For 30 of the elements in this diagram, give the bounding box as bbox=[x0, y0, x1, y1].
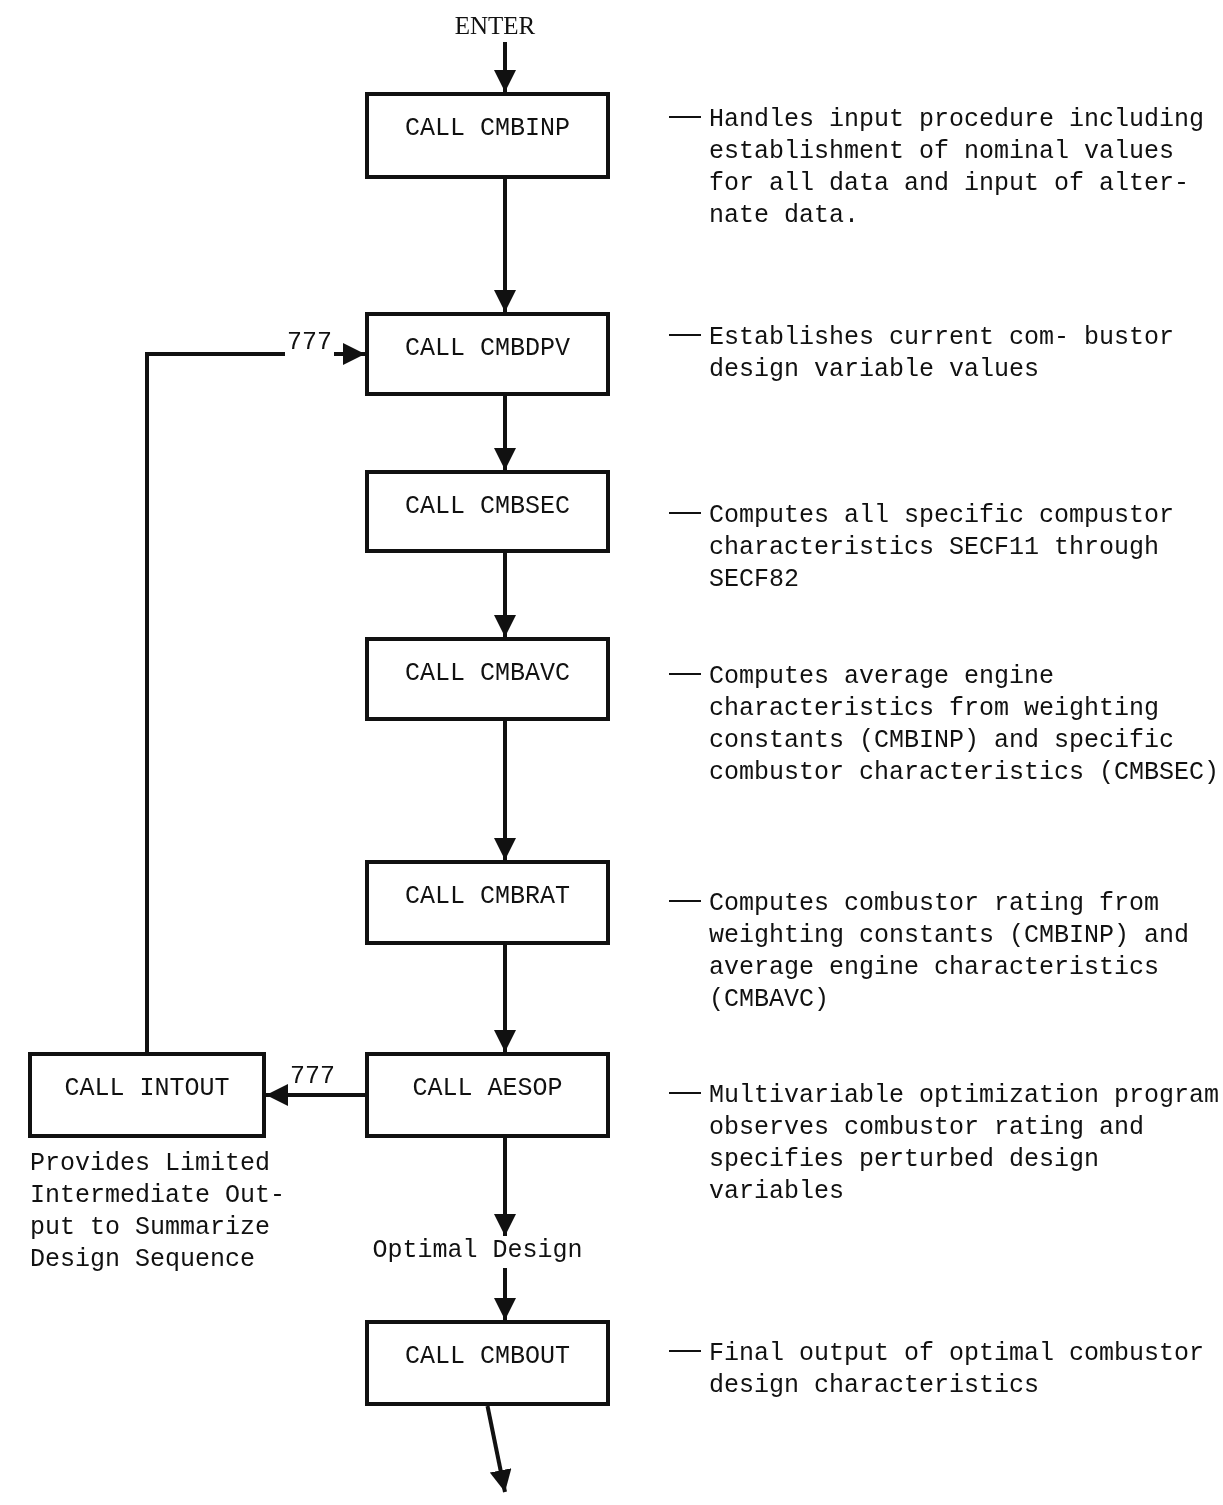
box-label: CALL CMBDPV bbox=[404, 334, 571, 363]
description-text: Computes average engine characteristics from weighting constants (CMBINP) and specific combustor characteristics (CMBSEC) bbox=[709, 661, 1221, 789]
box-label: CALL INTOUT bbox=[63, 1074, 231, 1103]
arrow bbox=[494, 396, 516, 470]
box-label: CALL CMBAVC bbox=[404, 659, 571, 688]
box-label: CALL CMBSEC bbox=[404, 492, 571, 521]
flow-label: Optimal Design bbox=[371, 1236, 584, 1265]
arrow bbox=[494, 1138, 516, 1236]
description-text: Computes all specific compustor characteristics SECF11 through SECF82 bbox=[709, 500, 1176, 596]
description-text: Multivariable optimization program observes combustor rating and specifies perturbed design variables bbox=[709, 1080, 1221, 1208]
description-text: Provides Limited Intermediate Out- put to Summarize Design Sequence bbox=[30, 1148, 287, 1276]
description-text: Computes combustor rating from weighting constants (CMBINP) and average engine characteristics (CMBAVC) bbox=[709, 888, 1191, 1016]
arrow bbox=[266, 1084, 365, 1106]
flow-label: ENTER bbox=[453, 12, 537, 40]
arrow bbox=[494, 42, 516, 92]
arrow bbox=[494, 1268, 516, 1320]
box-label: CALL AESOP bbox=[411, 1074, 564, 1103]
arrow bbox=[494, 179, 516, 312]
box-label: CALL CMBRAT bbox=[404, 882, 571, 911]
description-text: Handles input procedure including establishment of nominal values for all data and input of alter- nate data. bbox=[709, 104, 1206, 232]
arrow bbox=[485, 1405, 512, 1493]
arrow bbox=[494, 721, 516, 860]
arrow bbox=[145, 343, 365, 1052]
box-label: CALL CMBOUT bbox=[404, 1342, 571, 1371]
arrow bbox=[494, 945, 516, 1052]
box-label: CALL CMBINP bbox=[404, 114, 571, 143]
arrow bbox=[494, 553, 516, 637]
description-text: Final output of optimal combustor design characteristics bbox=[709, 1338, 1206, 1402]
description-text: Establishes current com- bustor design variable values bbox=[709, 322, 1176, 386]
edge-label: 777 bbox=[285, 330, 334, 356]
